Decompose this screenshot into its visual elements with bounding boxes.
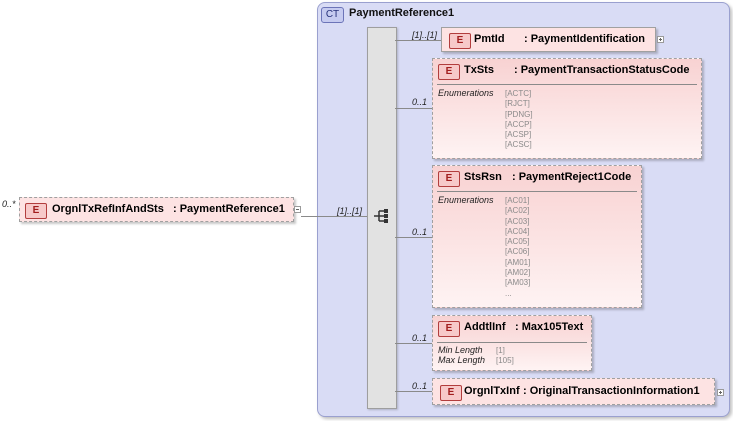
expand-icon[interactable]: [717, 389, 724, 396]
child-element-addtlinf[interactable]: E AddtlInf : Max105Text Min Length [1] M…: [432, 315, 592, 371]
connector-line: [395, 343, 432, 344]
element-name: PmtId: [474, 33, 505, 45]
facet-label: Min Length: [438, 345, 483, 355]
facet-label: Enumerations: [438, 88, 494, 98]
enumeration-list: [AC01] [AC02] [AC03] [AC04] [AC05] [AC06…: [505, 196, 530, 299]
element-name: AddtlInf: [464, 321, 506, 333]
child-multiplicity: 0..1: [412, 97, 428, 107]
element-badge: E: [438, 64, 460, 80]
element-name: StsRsn: [464, 171, 502, 183]
element-name: OrgnlTxInf: [464, 385, 520, 397]
enumeration-value: [PDNG]: [505, 109, 533, 119]
connector-line: [301, 216, 367, 217]
element-type: : OriginalTransactionInformation1: [523, 385, 700, 397]
connector-line: [395, 237, 432, 238]
element-type: : PaymentTransactionStatusCode: [514, 64, 690, 76]
complex-type-title: PaymentReference1: [349, 7, 455, 19]
facet-value: [1]: [496, 346, 505, 355]
separator: [437, 191, 637, 192]
sequence-icon: [374, 209, 388, 223]
enumeration-value: [ACCP]: [505, 119, 532, 129]
element-badge: E: [438, 321, 460, 337]
enumeration-value: ...: [505, 288, 512, 298]
connector-line: [395, 108, 432, 109]
expand-icon[interactable]: [657, 36, 664, 43]
enumeration-value: [AC05]: [505, 237, 530, 247]
facet-label: Enumerations: [438, 195, 494, 205]
element-type: : PaymentReject1Code: [512, 171, 632, 183]
connector-multiplicity: [1]..[1]: [337, 206, 363, 216]
enumeration-value: [AC01]: [505, 196, 530, 205]
element-badge: E: [25, 203, 47, 219]
enumeration-value: [ACSC]: [505, 140, 532, 150]
enumeration-value: [ACSP]: [505, 130, 532, 140]
enumeration-value: [AC03]: [505, 216, 530, 226]
child-multiplicity: 0..1: [412, 333, 428, 343]
child-element-stsrsn[interactable]: E StsRsn : PaymentReject1Code Enumeratio…: [432, 165, 642, 308]
enumeration-value: [AC04]: [505, 226, 530, 236]
element-name: TxSts: [464, 64, 494, 76]
element-badge: E: [438, 171, 460, 187]
collapse-icon[interactable]: [294, 206, 301, 213]
enumeration-list: [ACTC] [RJCT] [PDNG] [ACCP] [ACSP] [ACSC…: [505, 89, 533, 151]
enumeration-value: [AC06]: [505, 247, 530, 257]
enumeration-value: [AC02]: [505, 206, 530, 216]
enumeration-value: [ACTC]: [505, 89, 532, 98]
root-multiplicity: 0..*: [2, 199, 16, 209]
sequence-compositor[interactable]: [367, 27, 397, 409]
connector-line: [395, 40, 441, 41]
element-type: : PaymentIdentification: [524, 33, 646, 45]
facet-value: [105]: [496, 356, 514, 365]
facet-label: Max Length: [438, 355, 486, 365]
root-element-type: : PaymentReference1: [173, 203, 285, 215]
child-multiplicity: 0..1: [412, 227, 428, 237]
child-multiplicity: 0..1: [412, 381, 428, 391]
enumeration-value: [AM02]: [505, 268, 531, 278]
separator: [437, 342, 587, 343]
separator: [437, 84, 697, 85]
enumeration-value: [AM01]: [505, 257, 531, 267]
complex-type-badge: CT: [321, 7, 344, 23]
enumeration-value: [AM03]: [505, 278, 531, 288]
element-badge: E: [440, 385, 462, 401]
root-element-name: OrgnlTxRefInfAndSts: [52, 203, 164, 215]
connector-line: [395, 391, 432, 392]
enumeration-value: [RJCT]: [505, 99, 530, 109]
element-type: : Max105Text: [515, 321, 584, 333]
child-element-txsts[interactable]: E TxSts : PaymentTransactionStatusCode E…: [432, 58, 702, 159]
child-multiplicity: [1]..[1]: [412, 30, 438, 40]
child-element-orgnltxinf[interactable]: E OrgnlTxInf : OriginalTransactionInform…: [432, 378, 715, 405]
element-badge: E: [449, 33, 471, 49]
root-element-box[interactable]: E OrgnlTxRefInfAndSts : PaymentReference…: [19, 197, 294, 222]
child-element-pmtid[interactable]: E PmtId : PaymentIdentification: [441, 27, 656, 52]
